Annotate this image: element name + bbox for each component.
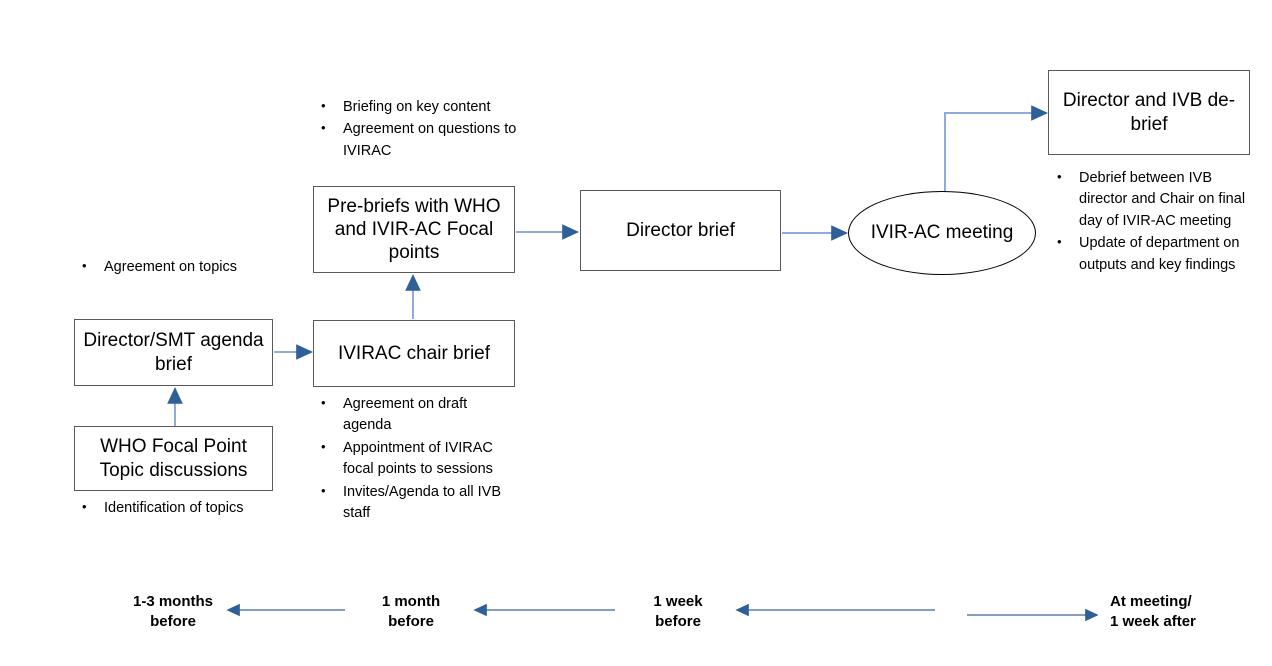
arrow-ivirac-meeting-to-debrief bbox=[944, 105, 1048, 192]
node-ivirac-meeting[interactable]: IVIR-AC meeting bbox=[848, 191, 1036, 275]
timeline-label-line1: 1 month bbox=[381, 593, 441, 610]
timeline-label-line1: At meeting/ bbox=[1110, 593, 1192, 610]
list-item: Agreement on questions to IVIRAC bbox=[317, 118, 517, 162]
timeline-label-1-week-before: 1 week before bbox=[618, 592, 738, 632]
node-director-brief[interactable]: Director brief bbox=[580, 190, 781, 271]
notes-debrief: Debrief between IVB director and Chair o… bbox=[1053, 167, 1253, 277]
list-item: Debrief between IVB director and Chair o… bbox=[1053, 167, 1253, 232]
timeline-label-line2: 1 week after bbox=[1110, 612, 1196, 630]
notes-who-focal-point: Identification of topics bbox=[78, 497, 293, 520]
notes-who-focal-point-list: Identification of topics bbox=[78, 497, 293, 519]
notes-pre-briefs-list: Briefing on key content Agreement on que… bbox=[317, 96, 517, 162]
node-pre-briefs[interactable]: Pre-briefs with WHO and IVIR-AC Focal po… bbox=[313, 186, 515, 273]
timeline-label-at-meeting: At meeting/ 1 week after bbox=[1110, 592, 1265, 632]
notes-director-smt-list: Agreement on topics bbox=[78, 256, 293, 278]
timeline-label-line2: before bbox=[388, 612, 434, 630]
list-item: Invites/Agenda to all IVB staff bbox=[317, 481, 517, 525]
notes-pre-briefs: Briefing on key content Agreement on que… bbox=[317, 96, 517, 163]
list-item: Agreement on topics bbox=[78, 256, 293, 278]
list-item: Appointment of IVIRAC focal points to se… bbox=[317, 437, 517, 481]
timeline-label-1-3-months-before: 1-3 months before bbox=[98, 592, 248, 632]
timeline-label-1-month-before: 1 month before bbox=[347, 592, 475, 632]
node-director-ivb-debrief[interactable]: Director and IVB de-brief bbox=[1048, 70, 1250, 155]
list-item: Briefing on key content bbox=[317, 96, 517, 118]
node-director-smt-agenda-brief[interactable]: Director/SMT agenda brief bbox=[74, 319, 273, 386]
node-ivirac-chair-brief[interactable]: IVIRAC chair brief bbox=[313, 320, 515, 387]
timeline-label-line2: before bbox=[150, 612, 196, 630]
timeline-label-line2: before bbox=[655, 612, 701, 630]
list-item: Identification of topics bbox=[78, 497, 293, 519]
notes-debrief-list: Debrief between IVB director and Chair o… bbox=[1053, 167, 1253, 276]
timeline-label-line1: 1 week bbox=[653, 593, 703, 610]
notes-ivirac-chair: Agreement on draft agenda Appointment of… bbox=[317, 393, 517, 526]
notes-director-smt: Agreement on topics bbox=[78, 256, 293, 279]
node-who-focal-point[interactable]: WHO Focal Point Topic discussions bbox=[74, 426, 273, 491]
list-item: Agreement on draft agenda bbox=[317, 393, 517, 437]
notes-ivirac-chair-list: Agreement on draft agenda Appointment of… bbox=[317, 393, 517, 525]
timeline-label-line1: 1-3 months bbox=[132, 593, 213, 610]
list-item: Update of department on outputs and key … bbox=[1053, 232, 1253, 276]
